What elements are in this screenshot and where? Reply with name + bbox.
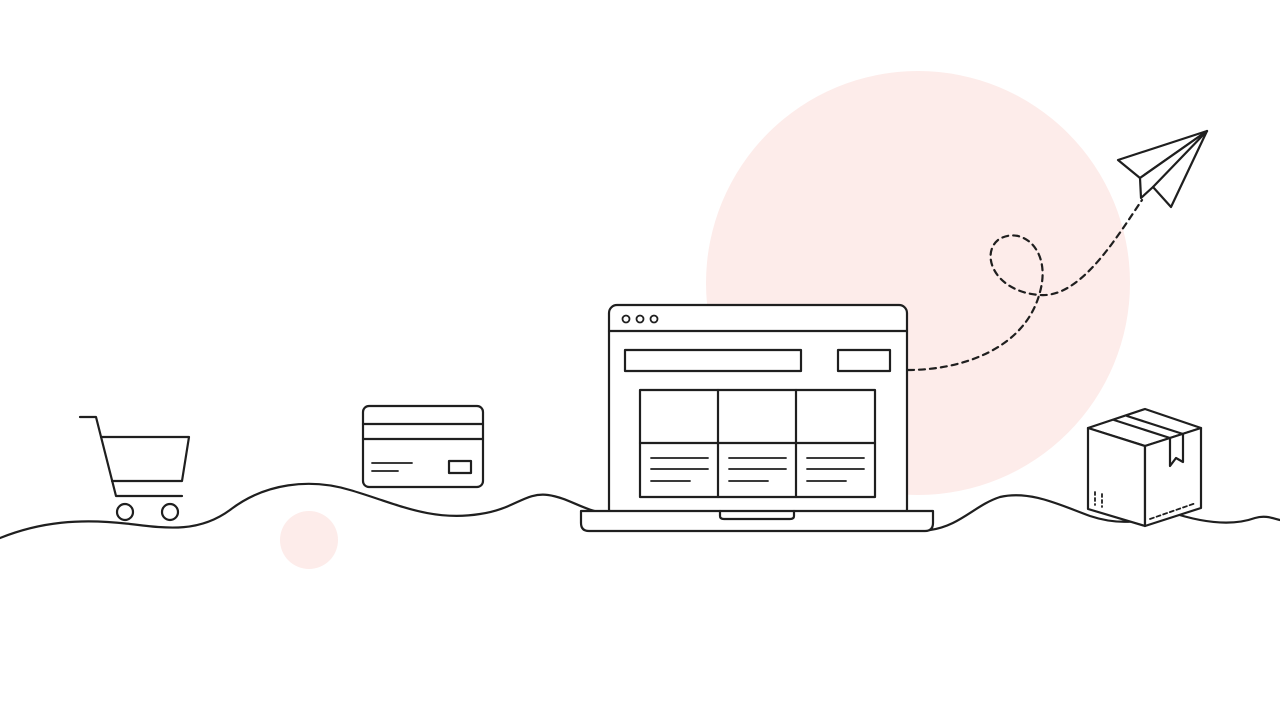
laptop-icon	[579, 303, 935, 533]
accent-circle-small	[280, 511, 338, 569]
package-box-icon	[1086, 407, 1203, 528]
shopping-cart-icon	[78, 415, 191, 522]
credit-card-icon	[361, 404, 485, 489]
paper-plane-icon	[1116, 129, 1209, 209]
flight-path	[906, 198, 1144, 372]
